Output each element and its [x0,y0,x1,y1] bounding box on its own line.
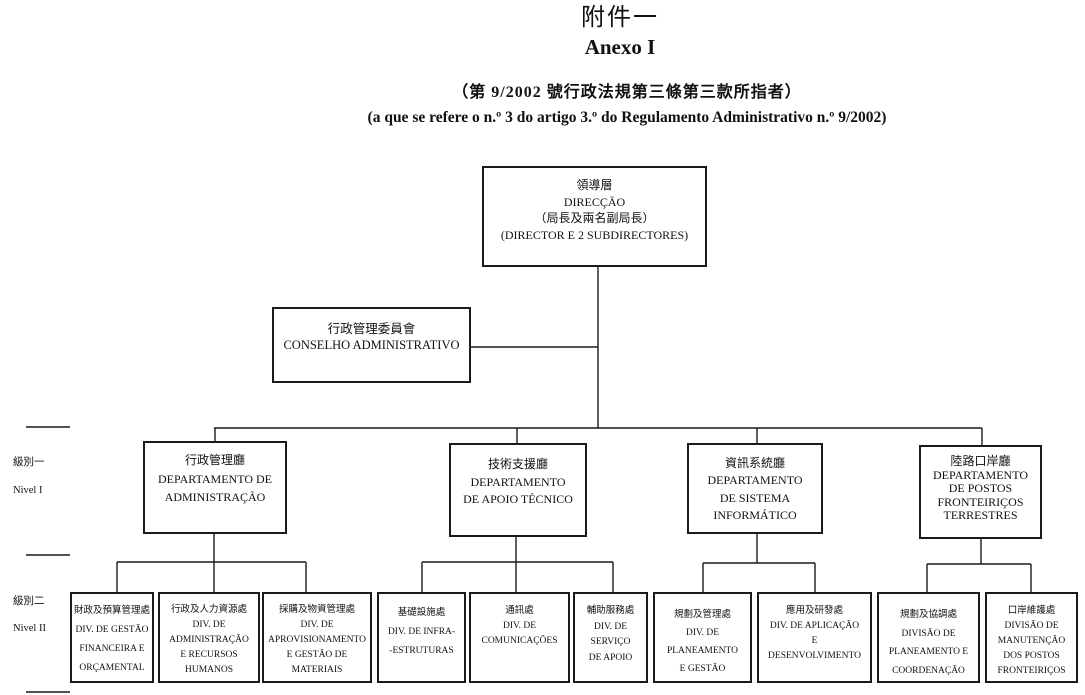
box-label-portuguese: TERRESTRES [943,508,1018,523]
box-label-chinese: 基礎設施處 [397,608,446,618]
box-label-portuguese: DIV. DE [300,620,334,630]
box-label-portuguese: COMUNICAÇÕES [481,636,558,646]
box-label-portuguese: DOS POSTOS [1003,651,1060,661]
org-box-division-infrastructure: 基礎設施處 DIV. DE INFRA- -ESTRUTURAS [377,592,466,683]
box-label-chinese: 規劃及協調處 [899,610,957,620]
box-label-chinese: 財政及預算管理處 [73,606,150,616]
box-label-portuguese: DE SISTEMA [719,490,791,505]
box-label-portuguese: MATERIAIS [291,665,343,675]
org-box-division-planning-coordination: 規劃及協調處 DIVISÃO DE PLANEAMENTO E COORDENA… [877,592,980,683]
box-label-portuguese: ADMINISTRAÇÃO [164,490,266,504]
box-label-portuguese: E GESTÃO [679,664,726,674]
box-label-portuguese: FRONTEIRIÇOS [937,494,1024,509]
box-label-chinese: 通訊處 [505,606,534,616]
annex-subtitle-portuguese: (a que se refere o n.º 3 do artigo 3.º d… [367,109,887,126]
box-label-portuguese: DIV. DE APLICAÇÃO [769,621,860,631]
box-label-portuguese: ORÇAMENTAL [79,663,145,673]
box-label-portuguese: DIV. DE [502,621,537,631]
box-label-portuguese: DIV. DE [192,620,226,630]
box-label-portuguese: PLANEAMENTO E [888,647,969,657]
box-label-portuguese: -ESTRUTURAS [389,646,454,656]
box-label-portuguese: SERVIÇO [590,637,631,647]
org-box-division-planning-management: 規劃及管理處 DIV. DE PLANEAMENTO E GESTÃO [653,592,752,683]
box-label-portuguese: FINANCEIRA E [79,644,145,654]
box-label-portuguese: DESENVOLVIMENTO [768,651,861,661]
box-label-chinese: 領導層 [576,178,613,192]
box-label-portuguese: E RECURSOS [180,650,238,660]
box-label-chinese: 行政及人力資源處 [170,605,247,615]
box-label-portuguese: DEPARTAMENTO DE [158,471,272,486]
box-label-chinese: 輔助服務處 [586,606,635,616]
annex-subtitle-chinese: （第 9/2002 號行政法規第三條第三款所指者） [452,84,802,101]
box-label-portuguese: E GESTÃO DE [286,650,348,660]
box-label-portuguese: INFORMÁTICO [713,507,797,522]
box-label-portuguese: DEPARTAMENTO [933,467,1028,482]
box-label-chinese: 行政管理委員會 [327,322,416,336]
box-label-chinese: 口岸維護處 [1007,606,1056,616]
org-box-division-border-post-maintenance: 口岸維護處 DIVISÃO DE MANUTENÇÃO DOS POSTOS F… [985,592,1078,683]
org-box-division-administration-human-resources: 行政及人力資源處 DIV. DE ADMINISTRAÇÃO E RECURSO… [158,592,260,683]
box-label-portuguese: CONSELHO ADMINISTRATIVO [283,338,460,352]
box-label-portuguese: DE POSTOS [948,481,1013,496]
org-box-division-procurement-materials: 採購及物資管理處 DIV. DE APROVISIONAMENTO E GEST… [262,592,372,683]
box-label-portuguese: DEPARTAMENTO [707,473,803,488]
box-label-chinese: 採購及物資管理處 [278,605,355,615]
box-label-portuguese: DIVISÃO DE [1004,621,1059,631]
box-label-portuguese: DE APOIO TÉCNICO [463,492,573,506]
box-label-portuguese: DEPARTAMENTO [470,474,566,489]
box-label-portuguese: MANUTENÇÃO [997,636,1066,646]
org-box-department-technical-support: 技術支援廳 DEPARTAMENTO DE APOIO TÉCNICO [449,443,587,537]
box-label-chinese: 陸路口岸廳 [950,454,1011,468]
org-box-department-administration: 行政管理廳 DEPARTAMENTO DE ADMINISTRAÇÃO [143,441,287,534]
org-box-division-application-development: 應用及研發處 DIV. DE APLICAÇÃO E DESENVOLVIMEN… [757,592,872,683]
org-box-administrative-council: 行政管理委員會 CONSELHO ADMINISTRATIVO [272,307,471,383]
annex-title-chinese: 附件一 [581,5,659,31]
box-label-chinese: 技術支援廳 [487,457,548,471]
box-label-portuguese: E [811,636,818,646]
box-label-portuguese: ADMINISTRAÇÃO [169,635,249,645]
box-label-portuguese: DIV. DE [593,621,628,632]
box-label-chinese: 資訊系統廳 [724,456,785,470]
box-note-portuguese: (DIRECTOR E 2 SUBDIRECTORES) [500,227,689,242]
box-label-chinese: 行政管理廳 [184,453,245,467]
box-label-portuguese: FRONTEIRIÇOS [997,666,1066,676]
level-2-label-chinese: 級別二 [13,596,45,607]
org-box-department-land-border-posts: 陸路口岸廳 DEPARTAMENTO DE POSTOS FRONTEIRIÇO… [919,445,1042,539]
box-label-portuguese: DIVISÃO DE [901,628,956,639]
box-label-portuguese: DIRECÇÃO [563,194,626,209]
box-label-portuguese: DIV. DE GESTÃO [75,625,149,635]
box-label-portuguese: COORDENAÇÃO [892,665,965,676]
box-label-chinese: 應用及研發處 [785,606,843,616]
org-box-direction: 領導層 DIRECÇÃO （局長及兩名副局長） (DIRECTOR E 2 SU… [482,166,707,267]
box-label-portuguese: HUMANOS [184,665,234,675]
org-box-division-support-services: 輔助服務處 DIV. DE SERVIÇO DE APOIO [573,592,648,683]
level-1-label-chinese: 級別一 [13,457,45,468]
annex-title-portuguese: Anexo I [584,35,656,59]
box-label-portuguese: DE APOIO [588,652,633,663]
org-box-division-financial-management: 財政及預算管理處 DIV. DE GESTÃO FINANCEIRA E ORÇ… [70,592,154,683]
box-label-portuguese: DIV. DE INFRA- [387,627,456,637]
box-label-chinese: 規劃及管理處 [673,610,731,620]
box-label-portuguese: DIV. DE [685,628,720,638]
box-label-portuguese: PLANEAMENTO [666,646,739,656]
box-note-chinese: （局長及兩名副局長） [534,211,655,225]
org-box-department-information-system: 資訊系統廳 DEPARTAMENTO DE SISTEMA INFORMÁTIC… [687,443,823,534]
box-label-portuguese: APROVISIONAMENTO [268,635,366,645]
org-box-division-communications: 通訊處 DIV. DE COMUNICAÇÕES [469,592,570,683]
level-2-label-portuguese: Nivel II [13,623,46,634]
level-1-label-portuguese: Nivel I [13,485,43,496]
